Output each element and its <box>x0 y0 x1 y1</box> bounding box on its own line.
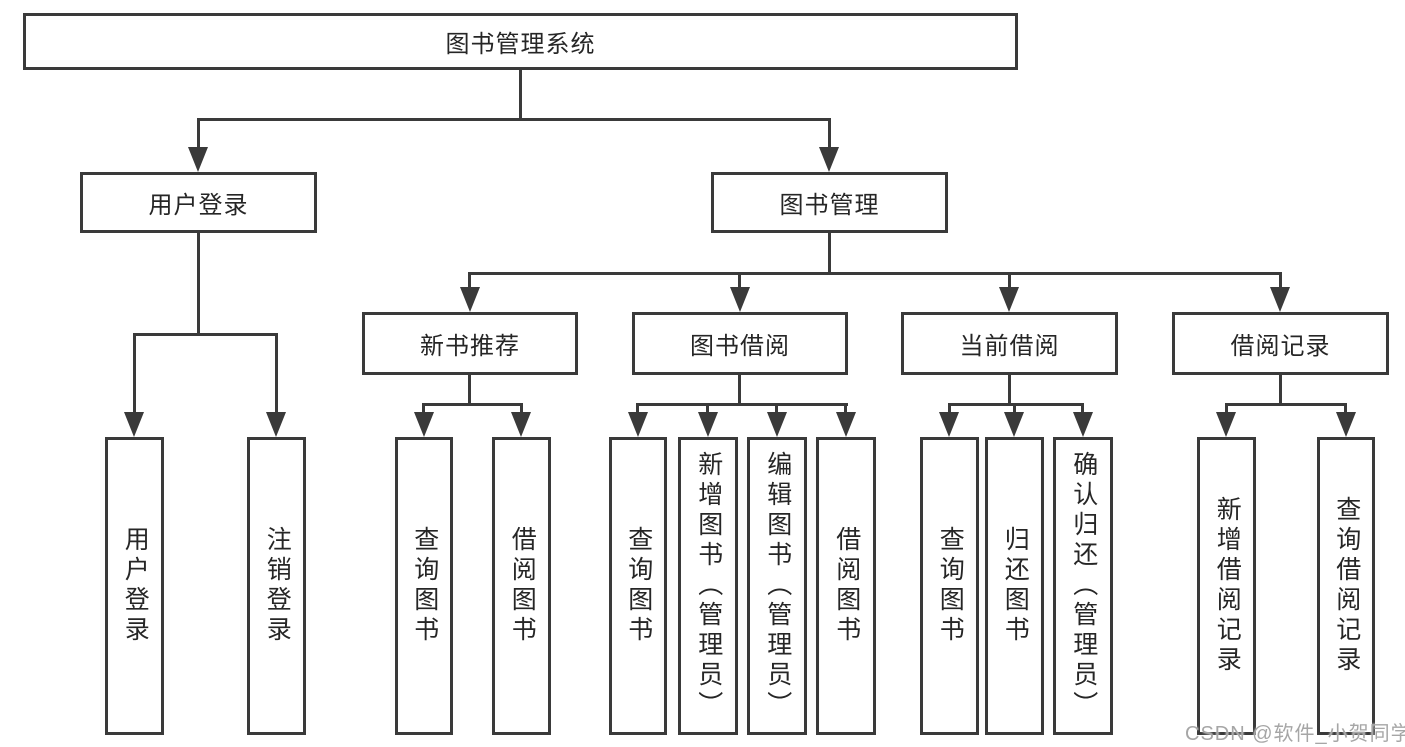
connector-line <box>468 272 1282 275</box>
arrow-down-icon <box>511 412 531 437</box>
leaf-add-book-admin: 新增图书（管理员） <box>678 437 738 735</box>
connector-line <box>828 233 831 274</box>
arrow-down-icon <box>767 412 787 437</box>
leaf-return-book-label: 归还图书 <box>1001 526 1030 646</box>
connector-line <box>1225 403 1228 413</box>
leaf-confirm-return-admin-label: 确认归还（管理员） <box>1069 451 1098 721</box>
connector-line <box>1225 403 1347 406</box>
arrow-down-icon <box>628 412 648 437</box>
node-book-management: 图书管理 <box>711 172 948 233</box>
node-current-borrowing: 当前借阅 <box>901 312 1118 375</box>
leaf-query-books-recommend: 查询图书 <box>395 437 453 735</box>
node-library-system-label: 图书管理系统 <box>445 31 596 58</box>
node-book-borrowing: 图书借阅 <box>632 312 848 375</box>
connector-line <box>422 403 523 406</box>
leaf-borrow-books-recommend-label: 借阅图书 <box>508 526 537 646</box>
leaf-add-book-admin-label: 新增图书（管理员） <box>694 451 723 721</box>
node-borrowing-records-label: 借阅记录 <box>1230 333 1331 360</box>
connector-line <box>636 403 848 406</box>
leaf-query-books-current-label: 查询图书 <box>936 526 965 646</box>
connector-line <box>1008 272 1011 288</box>
connector-line <box>1279 272 1282 288</box>
arrow-down-icon <box>836 412 856 437</box>
node-library-system: 图书管理系统 <box>23 13 1018 70</box>
node-new-book-recommendation: 新书推荐 <box>362 312 578 375</box>
connector-line <box>828 118 831 149</box>
leaf-query-borrow-record: 查询借阅记录 <box>1317 437 1375 735</box>
node-book-management-label: 图书管理 <box>779 192 880 219</box>
leaf-confirm-return-admin: 确认归还（管理员） <box>1053 437 1113 735</box>
connector-line <box>133 333 278 336</box>
connector-line <box>1344 403 1347 413</box>
arrow-down-icon <box>939 412 959 437</box>
arrow-down-icon <box>1073 412 1093 437</box>
leaf-query-books-current: 查询图书 <box>920 437 979 735</box>
leaf-borrow-books-recommend: 借阅图书 <box>492 437 551 735</box>
arrow-down-icon <box>460 287 480 312</box>
leaf-return-book: 归还图书 <box>985 437 1044 735</box>
connector-line <box>197 118 831 121</box>
arrow-down-icon <box>124 412 144 437</box>
arrow-down-icon <box>1216 412 1236 437</box>
node-user-login-label: 用户登录 <box>148 192 249 219</box>
arrow-down-icon <box>188 147 208 172</box>
connector-line <box>844 403 847 413</box>
connector-line <box>636 403 639 413</box>
connector-line <box>197 118 200 149</box>
leaf-borrow-books-borrowing: 借阅图书 <box>816 437 876 735</box>
connector-line <box>197 233 200 335</box>
leaf-borrow-books-borrowing-label: 借阅图书 <box>832 526 861 646</box>
connector-line <box>706 403 709 413</box>
arrow-down-icon <box>999 287 1019 312</box>
arrow-down-icon <box>414 412 434 437</box>
connector-line <box>738 272 741 288</box>
leaf-edit-book-admin: 编辑图书（管理员） <box>747 437 807 735</box>
connector-line <box>519 70 522 121</box>
node-borrowing-records: 借阅记录 <box>1172 312 1389 375</box>
connector-line <box>948 403 1084 406</box>
connector-line <box>1081 403 1084 413</box>
node-new-book-recommendation-label: 新书推荐 <box>420 333 520 360</box>
connector-line <box>738 375 741 405</box>
leaf-edit-book-admin-label: 编辑图书（管理员） <box>763 451 792 721</box>
connector-line <box>1279 375 1282 405</box>
arrow-down-icon <box>819 147 839 172</box>
node-book-borrowing-label: 图书借阅 <box>690 333 790 360</box>
connector-line <box>520 403 523 413</box>
arrow-down-icon <box>730 287 750 312</box>
arrow-down-icon <box>266 412 286 437</box>
node-user-login: 用户登录 <box>80 172 317 233</box>
connector-line <box>468 375 471 405</box>
leaf-user-login: 用户登录 <box>105 437 164 735</box>
connector-line <box>133 333 136 413</box>
arrow-down-icon <box>1270 287 1290 312</box>
leaf-query-borrow-record-label: 查询借阅记录 <box>1332 496 1361 676</box>
arrow-down-icon <box>1004 412 1024 437</box>
connector-line <box>468 272 471 288</box>
leaf-add-borrow-record: 新增借阅记录 <box>1197 437 1256 735</box>
arrow-down-icon <box>698 412 718 437</box>
node-current-borrowing-label: 当前借阅 <box>959 333 1060 360</box>
connector-line <box>275 333 278 413</box>
connector-line <box>775 403 778 413</box>
connector-line <box>1013 403 1016 413</box>
leaf-user-login-label: 用户登录 <box>121 526 150 646</box>
leaf-query-books-borrowing: 查询图书 <box>609 437 667 735</box>
connector-line <box>948 403 951 413</box>
leaf-add-borrow-record-label: 新增借阅记录 <box>1213 496 1242 676</box>
connector-line <box>422 403 425 413</box>
leaf-query-books-borrowing-label: 查询图书 <box>624 526 653 646</box>
connector-line <box>1008 375 1011 405</box>
leaf-logout-label: 注销登录 <box>263 526 292 646</box>
leaf-logout: 注销登录 <box>247 437 306 735</box>
leaf-query-books-recommend-label: 查询图书 <box>410 526 439 646</box>
arrow-down-icon <box>1336 412 1356 437</box>
watermark: CSDN @软件_小贺同学 <box>1185 723 1405 745</box>
